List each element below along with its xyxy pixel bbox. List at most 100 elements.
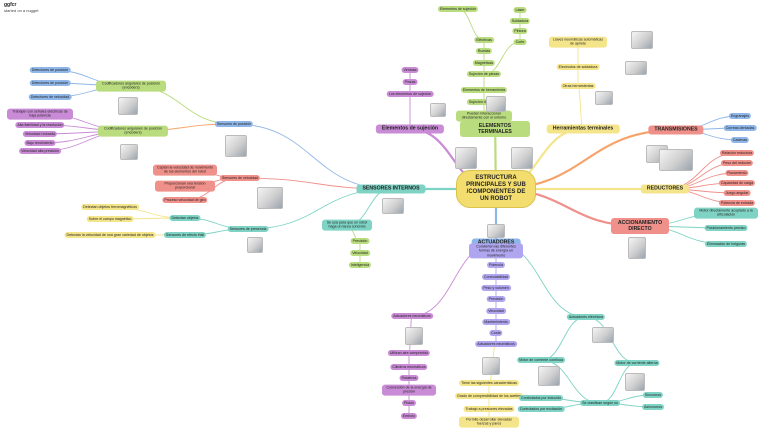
topic-r4[interactable]: Capacidad de carga xyxy=(718,180,756,186)
topic-s2[interactable]: Pinzas xyxy=(402,79,418,85)
topic-e2[interactable]: Motor de corriente alterna xyxy=(614,360,660,366)
topic-neu[interactable]: Actuadores neumáticos xyxy=(391,313,433,319)
position-sensor-image xyxy=(225,135,247,157)
topic-n5[interactable]: Pistón xyxy=(402,400,416,406)
topic-se4[interactable]: Inteligencia xyxy=(348,262,372,268)
topic-e1[interactable]: Motor de corriente continua xyxy=(517,357,565,363)
dc-motor-image xyxy=(538,366,560,386)
topic-r2[interactable]: Peso del reductor xyxy=(720,160,754,166)
topic-t4[interactable]: Sujeción de piezas xyxy=(466,71,502,77)
topic-h2[interactable]: Electrodos de soldadura xyxy=(556,64,600,70)
topic-ac3[interactable]: Controlabilidad xyxy=(482,274,510,280)
topic-actu[interactable]: ACTUADORES xyxy=(471,238,521,248)
topic-ac4[interactable]: Peso y volumen xyxy=(481,285,511,291)
topic-t11[interactable]: Corte xyxy=(513,39,527,45)
topic-t10[interactable]: Pintura xyxy=(512,28,528,34)
topic-t9[interactable]: Soldadura xyxy=(509,18,531,24)
topic-v1[interactable]: Captan la velocidad de movimiento de los… xyxy=(153,164,217,176)
topic-a2[interactable]: Posicionamiento preciso xyxy=(704,225,748,231)
topic-e4[interactable]: Controlados por excitación xyxy=(517,406,565,412)
topic-se1[interactable]: Se usa para que un robot haga un tarea c… xyxy=(322,219,372,231)
topic-v2[interactable]: Proporcionan una tensión proporcional xyxy=(155,180,215,192)
topic-p6[interactable]: Trabajan con señales eléctricas de baja … xyxy=(7,108,73,120)
topic-ac7[interactable]: Mantenimiento xyxy=(482,319,510,325)
topic-pr5[interactable]: Detectan la velocidad de una gran varied… xyxy=(64,232,156,238)
topic-ac8[interactable]: Coste xyxy=(489,330,503,336)
topic-a3[interactable]: Eliminación de holguras xyxy=(704,241,748,247)
topic-s1[interactable]: Ventosa xyxy=(401,67,419,73)
topic-pr1[interactable]: Detectan objetos xyxy=(169,215,201,221)
topic-t1[interactable]: Eléctricas xyxy=(474,37,494,43)
topic-t12[interactable]: Elementos de sujeción xyxy=(437,6,479,12)
topic-se3[interactable]: Velocidad xyxy=(350,250,370,256)
topic-suj[interactable]: Elementos de sujeción xyxy=(375,124,445,134)
topic-reduct[interactable]: REDUCTORES xyxy=(640,184,690,194)
topic-t2[interactable]: Ruedas xyxy=(475,48,493,54)
topic-ac6[interactable]: Velocidad xyxy=(486,308,506,314)
topic-sens[interactable]: SENSORES INTERNOS xyxy=(356,184,426,194)
topic-transm[interactable]: TRANSMISIONES xyxy=(648,125,704,135)
topic-t7[interactable]: Pueden interaccionar directamente con el… xyxy=(456,110,512,122)
map-header: ggfcr started on a nugget xyxy=(4,2,39,14)
topic-p1[interactable]: Codificadores angulares de posición (enc… xyxy=(96,80,166,92)
topic-t6[interactable]: Sujeción de piezas xyxy=(466,99,502,105)
topic-n2[interactable]: Cilindros neumáticos xyxy=(390,364,428,370)
topic-ac5[interactable]: Precisión xyxy=(486,296,506,302)
topic-tr2[interactable]: Correas dentadas xyxy=(723,125,757,131)
topic-p9[interactable]: Bajo rendimiento xyxy=(24,140,56,146)
topic-pr[interactable]: Sensores de presencia xyxy=(227,226,269,232)
tool-changer-image xyxy=(595,91,613,105)
topic-e3[interactable]: Controlados por inducido xyxy=(519,395,563,401)
topic-t3[interactable]: Magnéticas xyxy=(472,60,496,66)
topic-e6[interactable]: Síncronos xyxy=(642,392,664,398)
topic-se2[interactable]: Precisión xyxy=(350,238,370,244)
topic-p3[interactable]: Detectores de posición xyxy=(29,67,71,73)
topic-v[interactable]: Sensores de velocidad xyxy=(219,175,261,181)
topic-v3[interactable]: Proceso velocidad de giro xyxy=(162,197,208,203)
topic-p4[interactable]: Detectores de posición xyxy=(29,80,71,86)
topic-r6[interactable]: Potencia de entrada xyxy=(718,200,756,206)
topic-terminales[interactable]: ELEMENTOS TERMINALES xyxy=(460,121,530,137)
topic-a1[interactable]: Motor directamente acoplado a la articul… xyxy=(694,207,758,219)
topic-r1[interactable]: Relación reductora xyxy=(719,150,755,156)
topic-tr3[interactable]: Cadenas xyxy=(730,137,750,143)
topic-n6[interactable]: Émbolo xyxy=(400,413,418,419)
topic-t5[interactable]: Elementos de herramienta xyxy=(460,87,508,93)
topic-p7[interactable]: Alta fiabilidad y la resolución xyxy=(15,122,65,128)
topic-t8[interactable]: Láser xyxy=(513,7,527,13)
connector-t1-t12 xyxy=(457,8,485,41)
topic-ele[interactable]: Actuadores eléctricos xyxy=(566,314,606,320)
topic-hid1[interactable]: Tiene las siguientes características xyxy=(459,380,519,386)
map-subtitle: started on a nugget xyxy=(4,8,39,13)
topic-r5[interactable]: Juego angular xyxy=(723,190,751,196)
topic-p5[interactable]: Detectores de velocidad xyxy=(28,94,72,100)
topic-ac1[interactable]: Convierten las diferentes formas de ener… xyxy=(469,243,523,259)
topic-hid4[interactable]: Permite desarrollar elevadas fuerzas y p… xyxy=(459,416,519,428)
topic-accion[interactable]: ACCIONAMIENTO DIRECTO xyxy=(611,218,669,234)
topic-n4[interactable]: Conversión de la energía de presión xyxy=(382,384,436,396)
topic-tr1[interactable]: Engranajes xyxy=(728,113,752,119)
connector-t4-t11 xyxy=(483,41,521,75)
topic-e7[interactable]: Asíncronos xyxy=(642,404,664,410)
topic-hid3[interactable]: Trabajo a presiones elevadas xyxy=(463,406,515,412)
topic-p[interactable]: Sensores de posición xyxy=(214,121,254,127)
topic-s3[interactable]: Los elementos de sujeción xyxy=(386,91,434,97)
topic-r3[interactable]: Rozamiento xyxy=(725,170,749,176)
topic-n3[interactable]: Rotativos xyxy=(399,375,419,381)
topic-pr2[interactable]: Sensores de efecto Hall xyxy=(163,232,207,238)
topic-e5[interactable]: Se clasifican según su xyxy=(580,400,620,406)
topic-pr4[interactable]: Sobre el campo magnético xyxy=(86,216,134,222)
topic-ac9[interactable]: Actuadores neumáticos xyxy=(475,341,517,347)
topic-n1[interactable]: Utilizan aire comprimido xyxy=(387,350,431,356)
topic-p10[interactable]: Velocidad alta precisión xyxy=(19,148,61,154)
central-topic[interactable]: ESTRUCTURA PRINCIPALES Y SUB /COMPONENTE… xyxy=(456,170,536,208)
welding-electrode-image xyxy=(625,61,647,75)
topic-ac2[interactable]: Potencia xyxy=(487,262,505,268)
topic-pr3[interactable]: Detectan objetos ferromagnéticos xyxy=(81,204,139,210)
topic-herr[interactable]: Herramientas terminales xyxy=(546,124,620,134)
topic-h1[interactable]: Llaves neumáticas automáticas de apriete xyxy=(549,36,607,48)
topic-hid2[interactable]: Grado de compresibilidad de los aceites xyxy=(455,393,523,399)
topic-h3[interactable]: Otras herramientas xyxy=(560,83,596,89)
topic-p8[interactable]: Velocidad reducida xyxy=(22,131,58,137)
topic-p2[interactable]: Codificadores angulares de posición (enc… xyxy=(98,125,168,137)
